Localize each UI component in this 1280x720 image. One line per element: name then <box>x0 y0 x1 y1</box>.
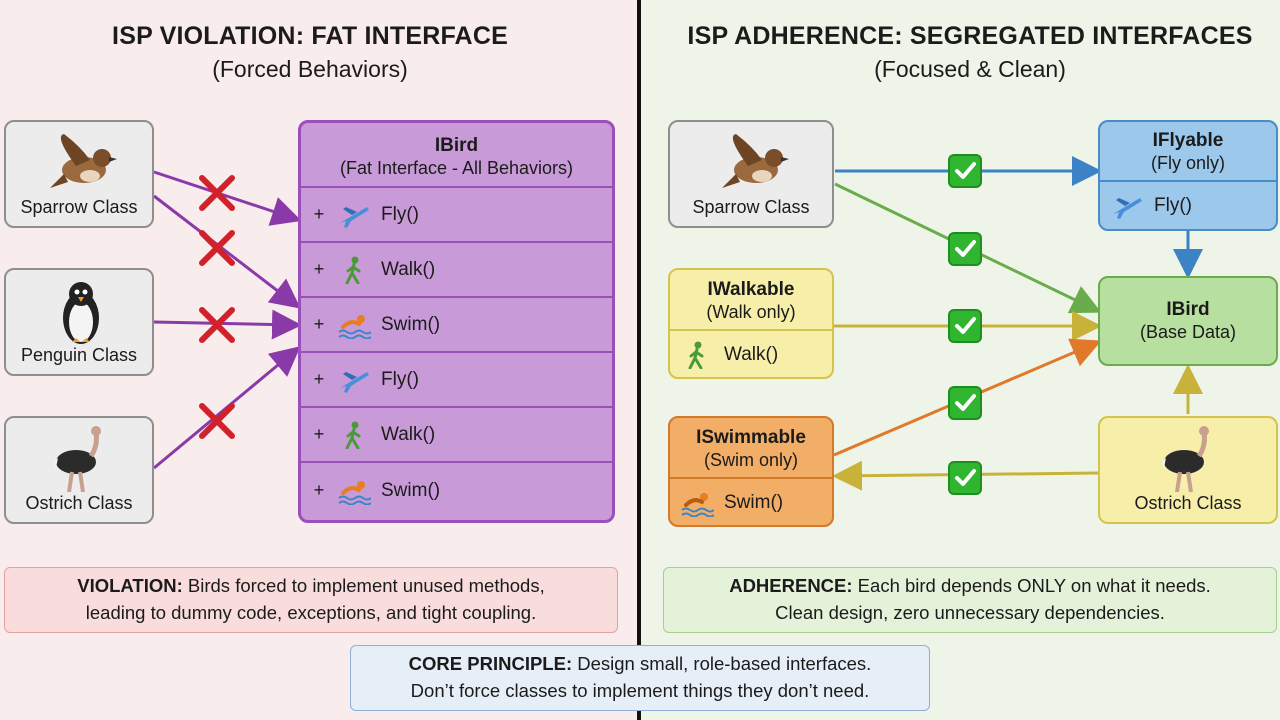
sparrow-icon <box>50 134 117 188</box>
violation-subtitle: (Forced Behaviors) <box>212 56 408 82</box>
iflyable-divider <box>1100 180 1276 182</box>
adherence-note: ADHERENCE: Each bird depends ONLY on wha… <box>663 567 1277 633</box>
iswimmable-name: ISwimmable <box>696 427 806 448</box>
iswimmable-box: ISwimmable (Swim only) Swim() <box>668 416 834 527</box>
check-icon <box>948 154 982 188</box>
visibility-marker: + <box>313 314 325 334</box>
fat-interface-box: IBird (Fat Interface - All Behaviors) + … <box>298 120 615 523</box>
core-principle-line2: Don’t force classes to implement things … <box>410 680 870 701</box>
method-row: + Walk() <box>301 243 612 298</box>
airplane-icon <box>340 371 369 393</box>
sparrow-icon <box>722 134 789 188</box>
fat-interface-subtitle: (Fat Interface - All Behaviors) <box>339 158 574 178</box>
method-row: + Fly() <box>301 353 612 408</box>
swimmer-icon <box>338 480 371 505</box>
iwalkable-method-row: Walk() <box>670 331 832 379</box>
violation-note: VIOLATION: Birds forced to implement unu… <box>4 567 618 633</box>
iswimmable-subtitle: (Swim only) <box>703 450 798 470</box>
method-row: + Fly() <box>301 188 612 243</box>
iflyable-box: IFlyable (Fly only) Fly() <box>1098 120 1278 231</box>
core-principle-label: CORE PRINCIPLE: <box>408 653 573 674</box>
iswimmable-method: Swim() <box>724 492 784 513</box>
penguin-class-box: Penguin Class <box>4 268 154 376</box>
iwalkable-divider <box>670 329 832 331</box>
right-ostrich-class-box: Ostrich Class <box>1098 416 1278 524</box>
walking-person-icon <box>345 421 361 449</box>
violation-note-line2: leading to dummy code, exceptions, and t… <box>85 602 537 623</box>
adherence-title: ISP ADHERENCE: SEGREGATED INTERFACES <box>687 22 1253 50</box>
adherence-subtitle: (Focused & Clean) <box>874 56 1066 82</box>
right-ostrich-class-label: Ostrich Class <box>1134 493 1242 513</box>
visibility-marker: + <box>313 204 325 224</box>
header-divider <box>301 186 612 188</box>
iflyable-method-row: Fly() <box>1100 182 1276 230</box>
adherence-note-line1: Each bird depends ONLY on what it needs. <box>852 575 1211 596</box>
iflyable-method: Fly() <box>1154 195 1192 216</box>
iflyable-subtitle: (Fly only) <box>1150 153 1225 173</box>
visibility-marker: + <box>313 480 325 500</box>
iflyable-name: IFlyable <box>1152 130 1224 151</box>
method-name: Swim() <box>381 479 441 501</box>
penguin-class-label: Penguin Class <box>20 345 138 365</box>
arrow-sparrow-swim <box>153 194 301 309</box>
visibility-marker: + <box>313 424 325 444</box>
core-principle-line1: Design small, role-based interfaces. <box>572 653 872 674</box>
panel-divider <box>637 0 641 720</box>
violation-note-line1: Birds forced to implement unused methods… <box>182 575 545 596</box>
ibird-base-header: IBird (Base Data) <box>1100 298 1276 344</box>
fat-interface-name: IBird <box>434 135 479 156</box>
iswimmable-method-row: Swim() <box>670 479 832 527</box>
ibird-base-box: IBird (Base Data) <box>1098 276 1278 366</box>
ostrich-icon <box>54 426 101 492</box>
iswimmable-header: ISwimmable (Swim only) <box>670 426 832 472</box>
fat-interface-header: IBird (Fat Interface - All Behaviors) <box>301 134 612 180</box>
ibird-base-subtitle: (Base Data) <box>1139 322 1237 342</box>
method-name: Swim() <box>381 313 441 335</box>
check-icon <box>948 309 982 343</box>
violation-title: ISP VIOLATION: FAT INTERFACE <box>112 22 508 50</box>
airplane-icon <box>1113 198 1142 219</box>
method-name: Fly() <box>381 203 419 225</box>
iwalkable-method: Walk() <box>724 344 779 365</box>
method-name: Fly() <box>381 368 419 390</box>
ibird-base-name: IBird <box>1166 299 1210 320</box>
swimmer-icon <box>681 493 714 517</box>
arrow-sparrow-fly <box>153 170 302 226</box>
visibility-marker: + <box>313 259 325 279</box>
iflyable-header: IFlyable (Fly only) <box>1100 129 1276 175</box>
method-row: + Walk() <box>301 408 612 463</box>
iwalkable-name: IWalkable <box>707 279 795 300</box>
swimmer-icon <box>338 314 371 339</box>
adherence-note-line2: Clean design, zero unnecessary dependenc… <box>775 602 1165 623</box>
cross-marks <box>199 175 235 439</box>
check-icon <box>948 461 982 495</box>
sparrow-class-box: Sparrow Class <box>4 120 154 228</box>
ostrich-class-label: Ostrich Class <box>25 493 133 513</box>
iswimmable-divider <box>670 477 832 479</box>
right-sparrow-class-box: Sparrow Class <box>668 120 834 228</box>
method-name: Walk() <box>381 258 436 280</box>
ostrich-class-box: Ostrich Class <box>4 416 154 524</box>
arrow-penguin-swim <box>153 309 302 340</box>
airplane-icon <box>340 206 369 228</box>
iwalkable-box: IWalkable (Walk only) Walk() <box>668 268 834 379</box>
walking-person-icon <box>688 341 704 369</box>
right-sparrow-class-label: Sparrow Class <box>692 197 810 217</box>
penguin-icon <box>63 282 99 344</box>
method-row: + Swim() <box>301 298 612 353</box>
method-name: Walk() <box>381 423 436 445</box>
ostrich-icon <box>1162 426 1209 492</box>
violation-note-label: VIOLATION: <box>77 575 183 596</box>
check-icon <box>948 232 982 266</box>
iwalkable-header: IWalkable (Walk only) <box>670 278 832 324</box>
visibility-marker: + <box>313 369 325 389</box>
check-icon <box>948 386 982 420</box>
sparrow-class-label: Sparrow Class <box>20 197 138 217</box>
method-row: + Swim() <box>301 463 612 518</box>
walking-person-icon <box>345 256 361 284</box>
iwalkable-subtitle: (Walk only) <box>706 302 796 322</box>
adherence-note-label: ADHERENCE: <box>729 575 853 596</box>
core-principle-box: CORE PRINCIPLE: Design small, role-based… <box>350 645 930 711</box>
